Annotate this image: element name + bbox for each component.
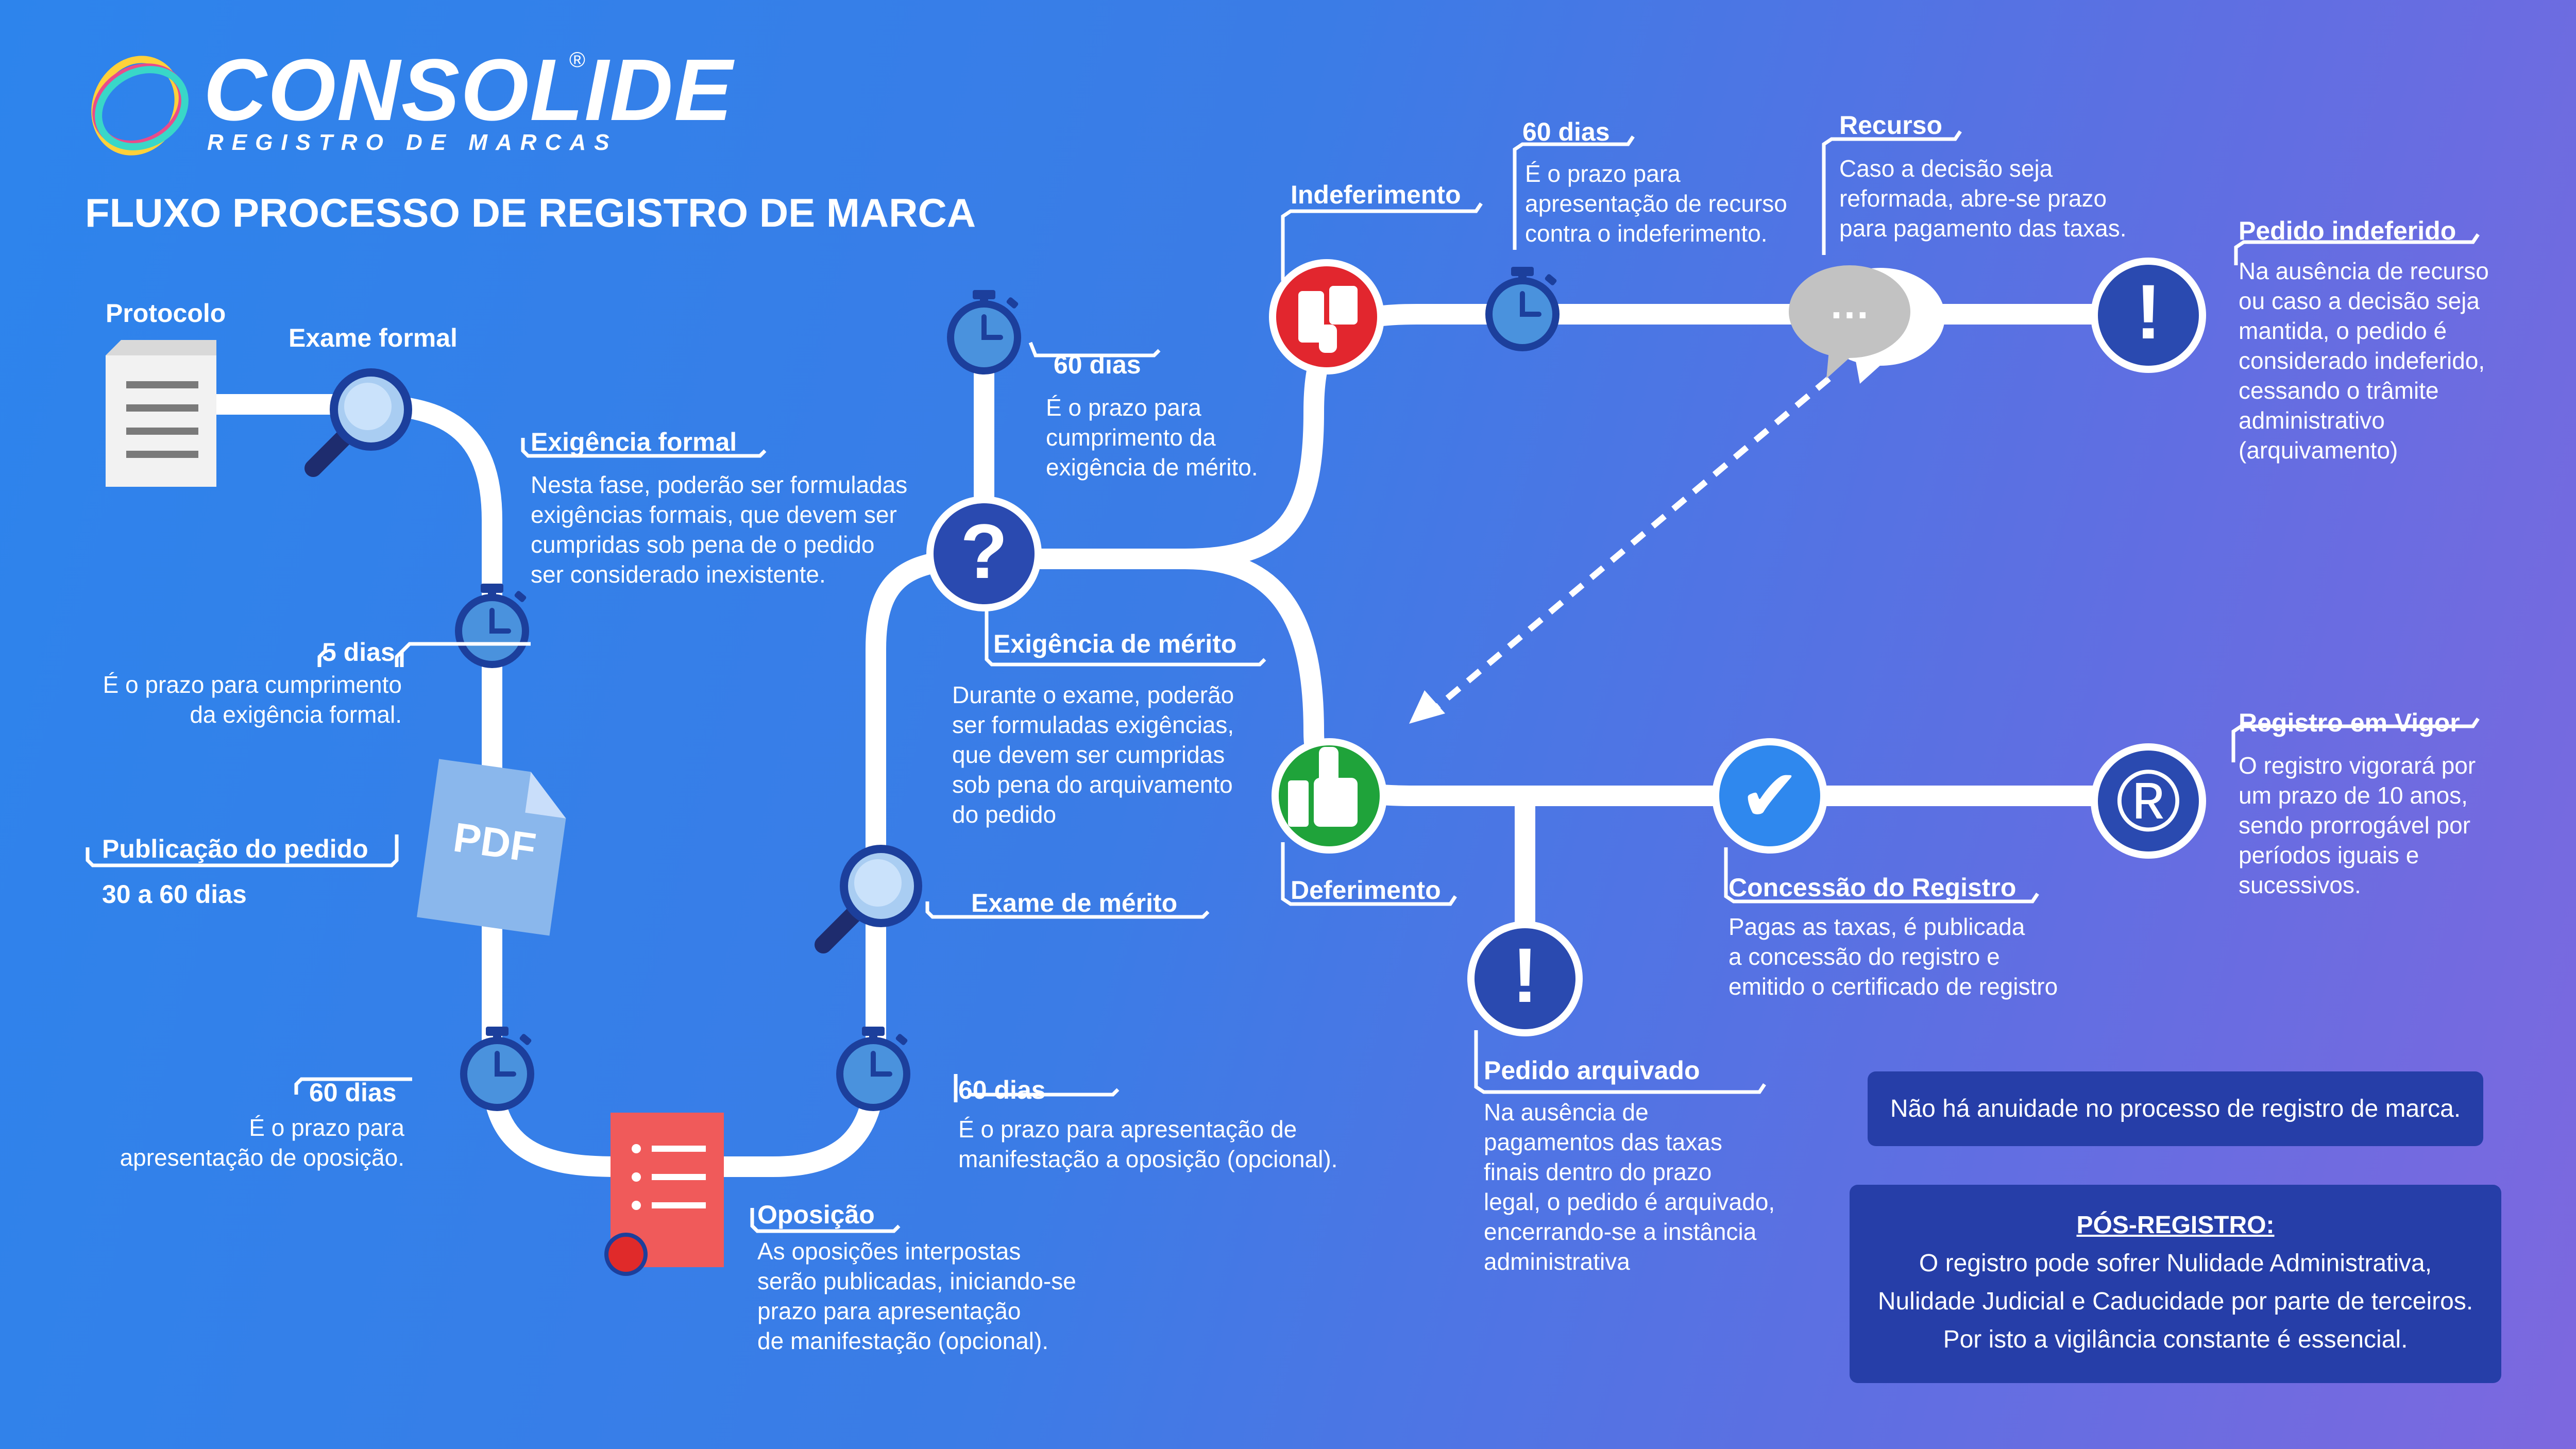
chat-glyph: … (1829, 281, 1870, 327)
question-glyph: ? (960, 508, 1008, 594)
arrow-head (1409, 690, 1445, 724)
exclamation-icon (1467, 921, 1583, 1036)
cinco-dias-label: 5 dias (322, 638, 395, 667)
exigencia-merito-label: Exigência de mérito (993, 629, 1237, 658)
recurso-to-deferimento-arrow (1430, 376, 1831, 713)
anuidade-note: Não há anuidade no processo de registro … (1868, 1071, 2483, 1146)
brand-name: CONSOLIDE (204, 41, 734, 139)
exclamation-glyph: ! (2136, 268, 2161, 355)
pos-registro-title: PÓS-REGISTRO: (2076, 1212, 2275, 1239)
oposicao-text: As oposições interpostas serão publicada… (757, 1238, 1076, 1354)
exigencia-merito-text: Durante o exame, poderão ser formuladas … (952, 681, 1234, 828)
pos-registro-text: O registro pode sofrer Nulidade Administ… (1877, 1250, 2473, 1353)
exame-formal-label: Exame formal (289, 323, 457, 352)
magnifier-icon (313, 368, 412, 468)
sessenta-manifestacao-text: É o prazo para apresentação de manifesta… (958, 1116, 1338, 1172)
stopwatch-icon (836, 1027, 910, 1111)
pos-registro-box: PÓS-REGISTRO: O registro pode sofrer Nul… (1850, 1185, 2501, 1383)
check-icon (1712, 738, 1827, 854)
stopwatch-icon (1485, 267, 1560, 351)
concessao-label: Concessão do Registro (1728, 873, 2016, 902)
pedido-indeferido-text: Na ausência de recurso ou caso a decisão… (2239, 258, 2489, 464)
exigencia-formal-text: Nesta fase, poderão ser formuladas exigê… (531, 471, 908, 588)
registered-trademark: ® (569, 47, 585, 72)
concessao-text: Pagas as taxas, é publicada a concessão … (1728, 913, 2058, 1000)
pedido-arquivado-text: Na ausência de pagamentos das taxas fina… (1484, 1099, 1775, 1275)
sessenta-oposicao-text: É o prazo para apresentação de oposição. (120, 1114, 404, 1171)
recurso-label: Recurso (1839, 111, 1943, 140)
registro-vigor-label: Registro em Vigor (2239, 708, 2460, 737)
registered-mark-icon (2091, 743, 2206, 859)
exclamation-glyph: ! (1512, 932, 1538, 1018)
publicacao-sub: 30 a 60 dias (102, 880, 247, 909)
exigencia-formal-label: Exigência formal (531, 428, 737, 456)
pedido-arquivado-label: Pedido arquivado (1484, 1056, 1700, 1085)
sessenta-manifestacao-label: 60 dias (958, 1076, 1046, 1104)
deferimento-label: Deferimento (1291, 876, 1441, 905)
sessenta-recurso-text: É o prazo para apresentação de recurso c… (1525, 160, 1787, 247)
thumbs-down-icon (1269, 259, 1384, 374)
publicacao-label: Publicação do pedido (102, 834, 368, 863)
pdf-file-icon (416, 759, 566, 936)
indeferimento-label: Indeferimento (1291, 180, 1461, 209)
document-icon (106, 340, 216, 487)
logo-mark (91, 56, 189, 156)
opposition-document-icon (604, 1113, 724, 1276)
sessenta-merito-label: 60 dias (1054, 350, 1141, 379)
cinco-dias-text: É o prazo para cumprimento da exigência … (103, 671, 402, 728)
check-glyph: ✔ (1739, 755, 1800, 836)
stopwatch-icon (455, 584, 529, 668)
sessenta-oposicao-label: 60 dias (309, 1078, 397, 1107)
question-mark-icon (926, 496, 1042, 611)
anuidade-text: Não há anuidade no processo de registro … (1890, 1095, 2461, 1122)
pedido-indeferido-label: Pedido indeferido (2239, 216, 2456, 245)
stopwatch-icon (947, 290, 1021, 374)
stopwatch-icon (460, 1027, 534, 1111)
oposicao-label: Oposição (757, 1200, 875, 1229)
protocolo-label: Protocolo (106, 299, 226, 328)
exclamation-icon (2091, 258, 2206, 373)
sessenta-recurso-label: 60 dias (1522, 117, 1610, 146)
sessenta-merito-text: É o prazo para cumprimento da exigência … (1046, 394, 1258, 481)
label-brackets (86, 130, 2480, 1233)
registered-glyph: ® (2116, 752, 2181, 850)
thumbs-up-icon (1272, 738, 1387, 854)
chat-bubbles-icon (1789, 265, 1945, 384)
recurso-text: Caso a decisão seja reformada, abre-se p… (1839, 155, 2127, 242)
exame-merito-label: Exame de mérito (971, 889, 1178, 917)
page-title: FLUXO PROCESSO DE REGISTRO DE MARCA (85, 190, 976, 235)
brand-tagline: REGISTRO DE MARCAS (207, 130, 618, 155)
registro-vigor-text: O registro vigorará por um prazo de 10 a… (2239, 752, 2476, 898)
